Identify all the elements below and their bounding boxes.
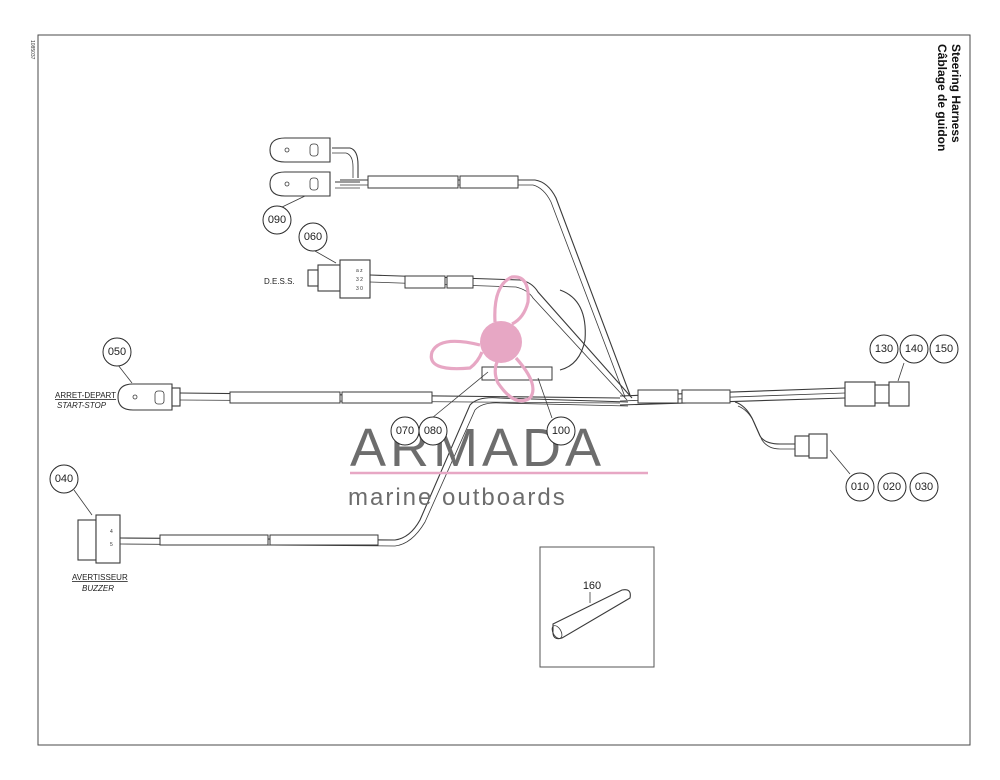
callout-080: 080 (418, 416, 448, 446)
callout-030: 030 (909, 472, 939, 502)
start-stop-label: START-STOP (57, 401, 107, 410)
title-english: Steering Harness (949, 44, 963, 143)
connector-060-dess: a z 3 2 3 0 D.E.S.S. (264, 250, 371, 299)
callout-160: 160 (583, 580, 601, 592)
svg-text:030: 030 (915, 481, 933, 493)
svg-text:5: 5 (110, 542, 113, 548)
dess-label: D.E.S.S. (264, 277, 295, 286)
inset-160: 160 (539, 546, 655, 668)
fuse-holder (481, 366, 553, 381)
svg-text:050: 050 (108, 346, 126, 358)
page-frame (37, 34, 971, 746)
svg-text:090: 090 (268, 214, 286, 226)
callout-130: 130 (869, 334, 899, 364)
connector-040-buzzer: 4 5 AVERTISSEUR BUZZER (72, 489, 128, 593)
svg-text:070: 070 (396, 425, 414, 437)
callout-050: 050 (102, 337, 132, 367)
arret-depart-label: ARRET-DEPART (55, 391, 116, 400)
callout-010: 010 (845, 472, 875, 502)
avertisseur-label: AVERTISSEUR (72, 573, 128, 582)
title-block: Steering Harness Câblage de guidon (935, 44, 963, 151)
callout-100: 100 (546, 416, 576, 446)
watermark-tagline: marine outboards (348, 484, 567, 511)
svg-text:060: 060 (304, 231, 322, 243)
svg-text:020: 020 (883, 481, 901, 493)
callout-150: 150 (929, 334, 959, 364)
connector-130-140-150 (844, 362, 910, 407)
callout-140: 140 (899, 334, 929, 364)
connector-090 (269, 137, 360, 209)
title-french: Câblage de guidon (935, 44, 949, 151)
svg-text:130: 130 (875, 343, 893, 355)
callout-090: 090 (262, 205, 292, 235)
svg-text:140: 140 (905, 343, 923, 355)
connector-010-020-030 (794, 433, 851, 475)
svg-text:3 0: 3 0 (356, 286, 363, 292)
callout-040: 040 (49, 464, 79, 494)
callout-070: 070 (390, 416, 420, 446)
connector-050-start-stop: ARRET-DEPART START-STOP (55, 364, 181, 411)
callout-060: 060 (298, 222, 328, 252)
svg-text:3 2: 3 2 (356, 277, 363, 283)
svg-text:080: 080 (424, 425, 442, 437)
callout-020: 020 (877, 472, 907, 502)
side-code: 1085037 (29, 40, 35, 60)
svg-text:040: 040 (55, 473, 73, 485)
armada-propeller-logo (429, 275, 535, 403)
svg-text:150: 150 (935, 343, 953, 355)
buzzer-label: BUZZER (82, 584, 114, 593)
sleeves (159, 175, 731, 546)
svg-text:4: 4 (110, 529, 113, 535)
svg-text:100: 100 (552, 425, 570, 437)
svg-text:010: 010 (851, 481, 869, 493)
svg-text:a z: a z (356, 268, 363, 274)
